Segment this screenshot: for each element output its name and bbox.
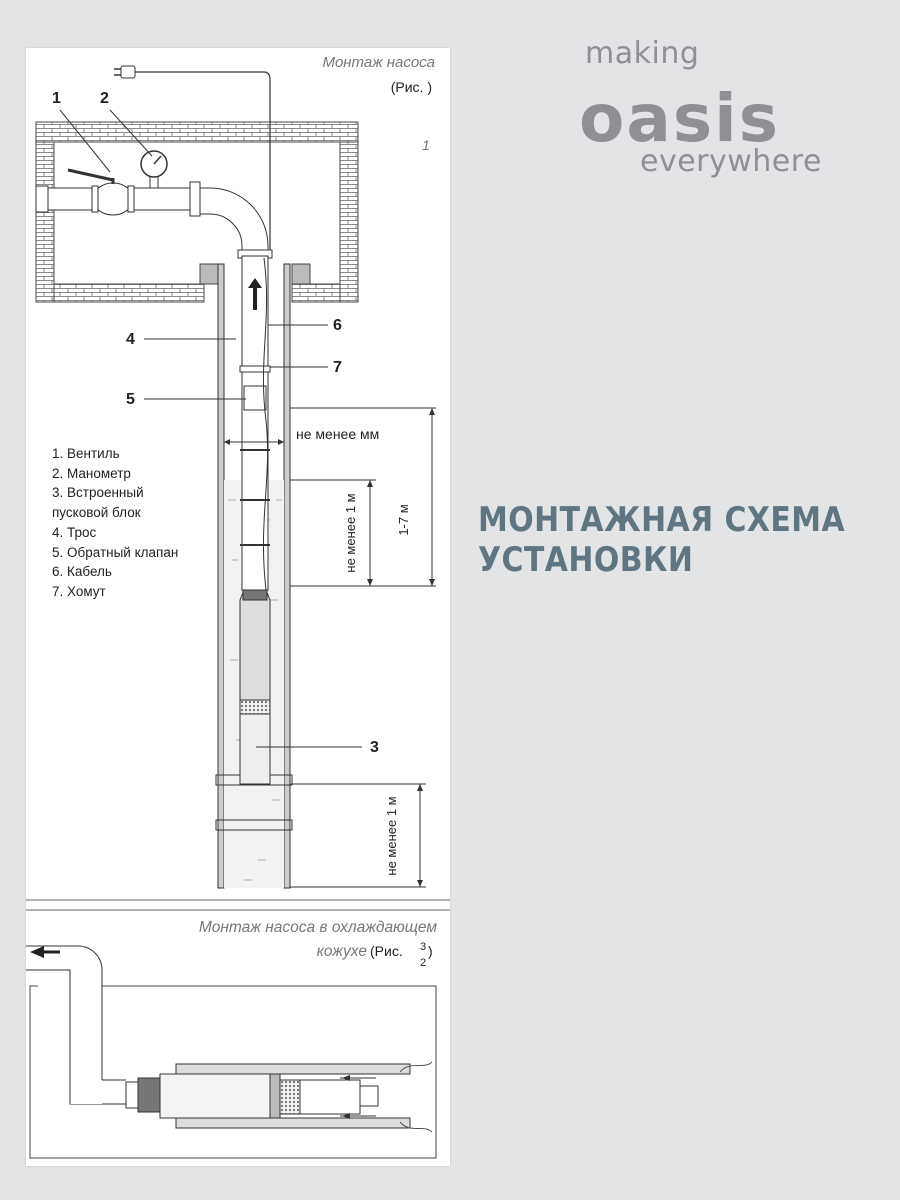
- cooling-sleeve-diagram: [26, 945, 437, 1159]
- callout-7: 7: [333, 359, 342, 376]
- page-headline: МОНТАЖНАЯ СХЕМА УСТАНОВКИ: [478, 500, 895, 580]
- legend-item: 7. Хомут: [52, 583, 106, 599]
- legend-item: 1. Вентиль: [52, 446, 120, 461]
- legend-item: 6. Кабель: [52, 564, 112, 580]
- callout-4: 4: [126, 331, 135, 348]
- dim-min-1m-lower: не менее 1 м: [384, 796, 399, 875]
- dim-min-1m-upper: не менее 1 м: [343, 493, 358, 572]
- logo-line-making: making: [585, 36, 700, 71]
- fig2-title: Монтаж насоса в охлаждающем: [199, 919, 438, 936]
- power-plug: [114, 65, 271, 250]
- callout-5: 5: [126, 391, 135, 408]
- legend-item: 2. Манометр: [52, 465, 131, 481]
- callout-1: 1: [52, 90, 61, 107]
- riser-pipe: [239, 255, 271, 591]
- callout-2: 2: [100, 90, 109, 107]
- fig2-ref-num-bottom: 2: [420, 957, 426, 969]
- callout-6: 6: [333, 317, 342, 334]
- headline-line-1: МОНТАЖНАЯ СХЕМА: [478, 500, 846, 540]
- dim-range: 1-7 м: [396, 504, 411, 535]
- fig1-page-mark: 1: [422, 137, 430, 153]
- fig2-ref-num-top: 3: [420, 941, 426, 953]
- fig2-ref-close: ): [428, 943, 433, 959]
- headline-line-2: УСТАНОВКИ: [478, 540, 694, 580]
- fig2-ref: (Рис.: [370, 943, 403, 959]
- legend-item: пусковой блок: [52, 505, 141, 521]
- discharge-pipe: [35, 150, 273, 259]
- pump: [239, 589, 271, 785]
- legend-item: 5. Обратный клапан: [52, 544, 179, 560]
- legend-item: 3. Встроенный: [52, 485, 144, 501]
- fig1-title: Монтаж насоса: [322, 54, 435, 71]
- brick-enclosure: [35, 121, 359, 303]
- fig1-ref: (Рис. ): [391, 79, 432, 95]
- dim-min-mm: не менее мм: [296, 426, 379, 442]
- logo-line-everywhere: everywhere: [640, 144, 822, 179]
- logo-line-oasis: oasis: [579, 80, 781, 157]
- dimension-lines: [224, 407, 436, 888]
- legend-item: 4. Трос: [52, 524, 97, 540]
- parts-legend: 1. Вентиль 2. Манометр 3. Встроенный пус…: [52, 444, 178, 602]
- callout-3: 3: [370, 739, 379, 756]
- fig2-title-2: кожухе: [317, 943, 368, 960]
